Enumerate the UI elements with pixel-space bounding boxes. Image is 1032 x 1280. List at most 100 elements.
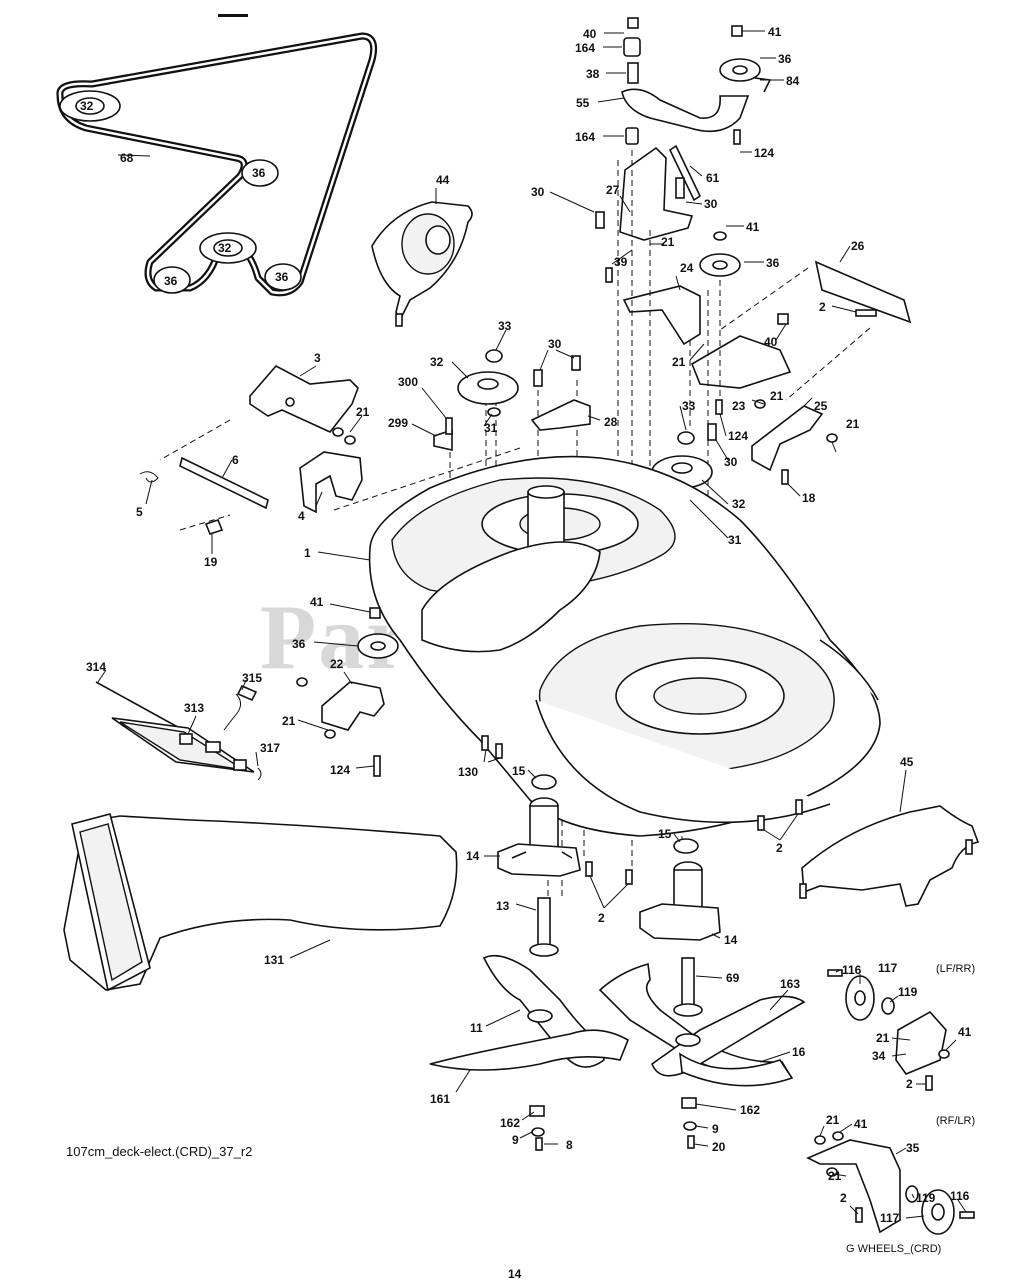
callout-21: 21 — [770, 389, 784, 403]
callout-33: 33 — [498, 319, 512, 333]
callout-21: 21 — [672, 355, 686, 369]
belt-cover-44 — [371, 201, 473, 327]
callout-31: 31 — [728, 533, 742, 547]
callout-41: 41 — [310, 595, 324, 609]
callout-9: 9 — [512, 1133, 519, 1147]
callout-38: 38 — [586, 67, 600, 81]
callout-32: 32 — [732, 497, 746, 511]
callout-84: 84 — [786, 74, 800, 88]
callout-15: 15 — [512, 764, 526, 778]
callout-1: 1 — [304, 546, 311, 560]
callout-119: 119 — [916, 1191, 936, 1205]
callout-21: 21 — [661, 235, 675, 249]
callout-117: 117 — [880, 1211, 900, 1225]
callout-15: 15 — [658, 827, 672, 841]
callout-31: 31 — [484, 421, 498, 435]
callout-162: 162 — [740, 1103, 760, 1117]
page-number: 14 — [508, 1267, 522, 1280]
callout-131: 131 — [264, 953, 284, 967]
deflector-assembly — [95, 681, 262, 781]
callout-3: 3 — [314, 351, 321, 365]
callout-130: 130 — [458, 765, 478, 779]
spring-61 — [668, 144, 702, 202]
idler-bracket-22 — [296, 607, 399, 777]
pulley-36-right — [264, 263, 302, 291]
callout-36: 36 — [778, 52, 792, 66]
blade-left — [429, 954, 630, 1151]
spindle-left — [497, 774, 581, 877]
callout-2: 2 — [906, 1077, 913, 1091]
bracket-25 — [751, 405, 824, 472]
belt-routing-diagram — [56, 14, 378, 297]
callout-161: 161 — [430, 1092, 450, 1106]
callout-21: 21 — [846, 417, 860, 431]
callout-16: 16 — [792, 1045, 806, 1059]
idler-arm-assembly — [595, 17, 912, 485]
callout-23: 23 — [732, 399, 746, 413]
callout-32: 32 — [430, 355, 444, 369]
bracket-4 — [299, 451, 363, 514]
callout-21: 21 — [826, 1113, 840, 1127]
left-bracket-assembly — [139, 364, 363, 535]
gauge-wheels-note: G WHEELS_(CRD) — [846, 1243, 941, 1255]
pulley-36-left — [153, 266, 191, 294]
idler-arm-23 — [691, 335, 792, 389]
gauge-wheel-lf-rr — [827, 969, 950, 1091]
callout-30: 30 — [531, 185, 545, 199]
callout-26: 26 — [851, 239, 865, 253]
callout-22: 22 — [330, 657, 344, 671]
callout-21: 21 — [356, 405, 370, 419]
callout-117: 117 — [878, 961, 898, 975]
wheel-position-rf-lr: (RF/LR) — [936, 1115, 975, 1127]
callout-314: 314 — [86, 660, 106, 674]
wheel-position-lf-rr: (LF/RR) — [936, 963, 975, 975]
callout-27: 27 — [606, 183, 620, 197]
callout-40: 40 — [583, 27, 597, 41]
drive-pulley-stack — [433, 349, 591, 451]
callout-61: 61 — [706, 171, 720, 185]
callout-36: 36 — [766, 256, 780, 270]
callout-14: 14 — [466, 849, 480, 863]
callout-2: 2 — [840, 1191, 847, 1205]
callout-13: 13 — [496, 899, 510, 913]
callout-317: 317 — [260, 741, 280, 755]
deck-shell-1 — [368, 455, 881, 837]
belt-pulley-32: 32 — [218, 241, 232, 255]
callout-44: 44 — [436, 173, 450, 187]
callout-33: 33 — [682, 399, 696, 413]
callout-41: 41 — [854, 1117, 868, 1131]
callout-2: 2 — [598, 911, 605, 925]
callout-163: 163 — [780, 977, 800, 991]
callout-164: 164 — [575, 130, 595, 144]
callout-14: 14 — [724, 933, 738, 947]
belt-pulley-36: 36 — [252, 166, 266, 180]
deck-baffle — [421, 541, 601, 653]
callout-39: 39 — [614, 255, 628, 269]
bracket-28 — [530, 399, 591, 431]
callout-6: 6 — [232, 453, 239, 467]
bracket-26 — [814, 260, 912, 324]
callout-116: 116 — [842, 963, 862, 977]
discharge-chute-131 — [63, 813, 458, 992]
callout-124: 124 — [330, 763, 350, 777]
callout-124: 124 — [754, 146, 774, 160]
spindle-shafts — [529, 897, 703, 1017]
callout-18: 18 — [802, 491, 816, 505]
callout-162: 162 — [500, 1116, 520, 1130]
idler-arm-55 — [621, 88, 750, 133]
callout-69: 69 — [726, 971, 740, 985]
callout-30: 30 — [704, 197, 718, 211]
callout-68: 68 — [120, 151, 134, 165]
callout-34: 34 — [872, 1049, 886, 1063]
callout-41: 41 — [746, 220, 760, 234]
callout-30: 30 — [548, 337, 562, 351]
bracket-27 — [619, 146, 694, 241]
callout-299: 299 — [388, 416, 408, 430]
callout-36: 36 — [292, 637, 306, 651]
screws-2 — [585, 799, 803, 885]
pulley-36-mid — [241, 159, 279, 187]
rod-6 — [179, 456, 269, 510]
belt-pulley-36: 36 — [275, 270, 289, 284]
callout-55: 55 — [576, 96, 590, 110]
